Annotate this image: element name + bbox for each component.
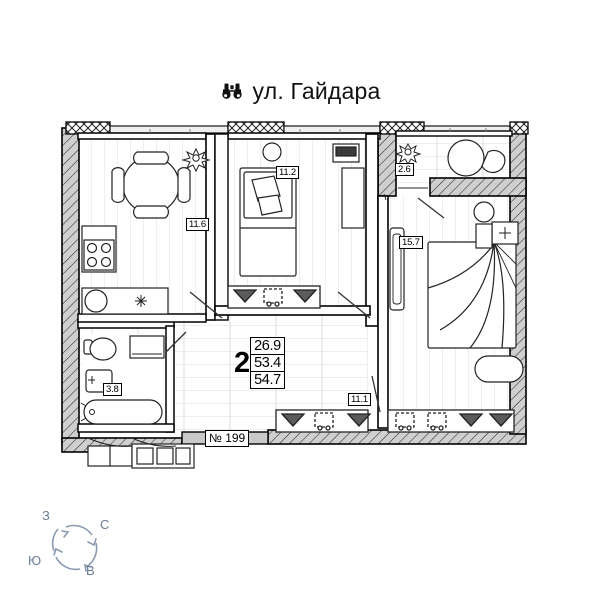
area-without-balcony-value: 53.4 <box>251 354 284 371</box>
apartment-number-badge: № 199 <box>205 430 250 447</box>
compass-label-west: З <box>42 508 50 523</box>
compass-label-east: В <box>86 563 95 578</box>
total-area-value: 54.7 <box>251 371 284 388</box>
street-title: ул. Гайдара <box>252 78 381 104</box>
area-tag-bathroom: 3.8 <box>103 383 122 396</box>
area-tag-hallway: 11.1 <box>348 393 371 406</box>
compass-rose: З С Ю В <box>28 505 128 585</box>
compass-label-south: Ю <box>28 553 42 568</box>
areas-stack: 26.9 53.4 54.7 <box>250 337 285 389</box>
area-tag-kitchen: 11.6 <box>186 218 209 231</box>
area-tag-balcony: 2.6 <box>395 163 414 176</box>
area-tag-living-room: 11.2 <box>276 166 299 179</box>
area-summary-block: 2 26.9 53.4 54.7 <box>234 337 285 389</box>
living-area-value: 26.9 <box>254 338 281 354</box>
compass-label-north: С <box>100 517 110 532</box>
page-title: ул. Гайдара <box>0 78 600 105</box>
area-tag-bedroom: 15.7 <box>399 236 423 249</box>
rooms-count: 2 <box>234 346 250 379</box>
binoculars-icon <box>220 82 244 102</box>
